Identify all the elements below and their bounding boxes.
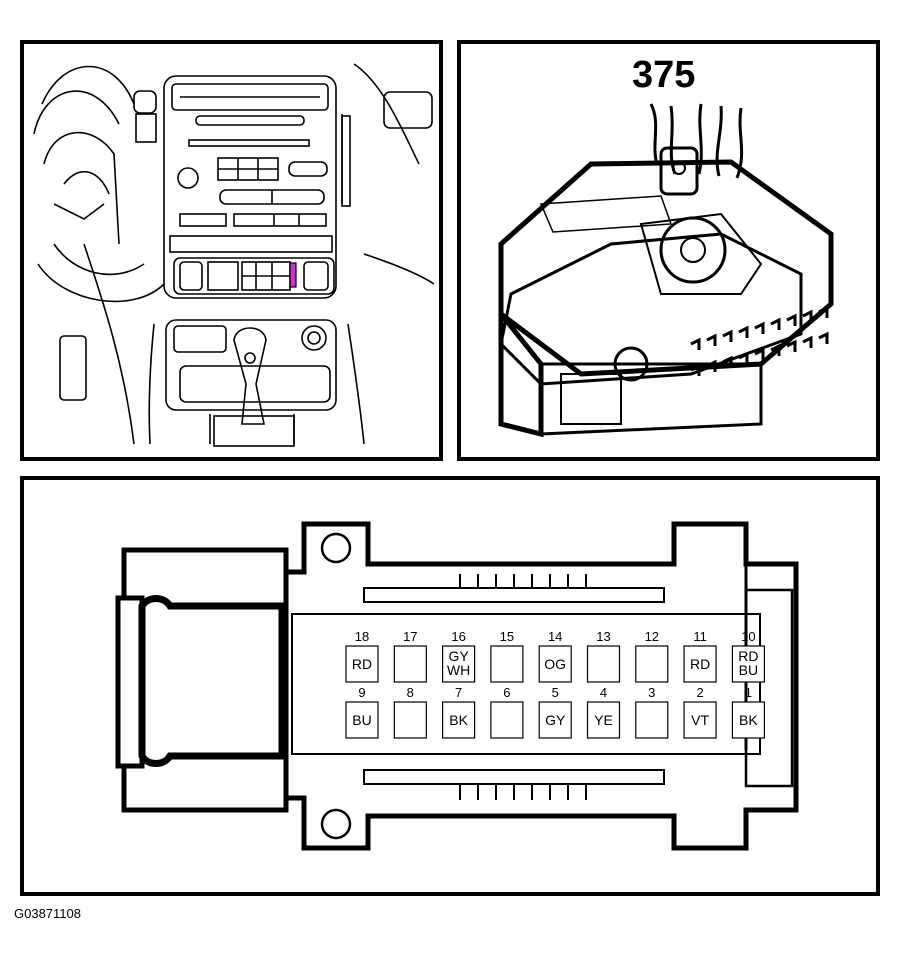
pin-17: 17 bbox=[393, 629, 427, 683]
pin-number: 6 bbox=[503, 685, 510, 700]
pin-15: 15 bbox=[490, 629, 524, 683]
pin-2: 2VT bbox=[683, 685, 717, 739]
wire-color-code: BU bbox=[352, 712, 371, 728]
pin-12: 12 bbox=[635, 629, 669, 683]
pin-cavity bbox=[490, 701, 524, 739]
pin-number: 7 bbox=[455, 685, 462, 700]
pin-number: 12 bbox=[645, 629, 659, 644]
pin-9: 9BU bbox=[345, 685, 379, 739]
pin-number: 18 bbox=[355, 629, 369, 644]
pin-cavity bbox=[393, 701, 427, 739]
pin-cavity bbox=[731, 701, 766, 739]
pin-cavity bbox=[635, 645, 669, 683]
pin-number: 11 bbox=[693, 629, 707, 644]
pin-number: 1 bbox=[745, 685, 752, 700]
pin-5: 5GY bbox=[538, 685, 572, 739]
pin-number: 14 bbox=[548, 629, 562, 644]
wire-color-code: VT bbox=[691, 712, 709, 728]
figure-id: G03871108 bbox=[14, 906, 81, 921]
wire-color-code: BK bbox=[739, 712, 758, 728]
pin-4: 4YE bbox=[586, 685, 621, 739]
dashboard-locator-panel bbox=[20, 40, 443, 461]
pin-7: 7BK bbox=[442, 685, 476, 739]
pin-cavity bbox=[442, 701, 476, 739]
pin-number: 16 bbox=[451, 629, 465, 644]
pin-cavity bbox=[393, 645, 427, 683]
pin-number: 2 bbox=[696, 685, 703, 700]
pin-number: 15 bbox=[500, 629, 514, 644]
wire-color-code: GY bbox=[448, 648, 469, 664]
connector-perspective-panel bbox=[457, 40, 880, 461]
connector-location-marker bbox=[289, 262, 297, 288]
pin-number: 5 bbox=[552, 685, 559, 700]
pin-number: 13 bbox=[596, 629, 610, 644]
pin-cavity bbox=[538, 645, 572, 683]
pin-number: 10 bbox=[741, 629, 755, 644]
pin-number: 17 bbox=[403, 629, 417, 644]
wire-color-code: YE bbox=[594, 712, 613, 728]
pin-cavity bbox=[635, 701, 669, 739]
pin-number: 4 bbox=[600, 685, 607, 700]
pin-number: 8 bbox=[407, 685, 414, 700]
pin-cavity bbox=[683, 645, 717, 683]
pin-cavity bbox=[345, 645, 379, 683]
pin-cavity bbox=[442, 645, 476, 683]
wire-color-code: OG bbox=[544, 656, 566, 672]
pin-3: 3 bbox=[635, 685, 669, 739]
pin-cavity bbox=[490, 645, 524, 683]
pin-13: 13 bbox=[586, 629, 621, 683]
wire-color-code: RD bbox=[738, 648, 758, 664]
pin-cavity bbox=[538, 701, 572, 739]
pin-6: 6 bbox=[490, 685, 524, 739]
pin-8: 8 bbox=[393, 685, 427, 739]
pin-number: 9 bbox=[358, 685, 365, 700]
connector-number-label: 375 bbox=[632, 54, 696, 96]
wire-color-code: WH bbox=[447, 662, 470, 678]
pin-cavity bbox=[683, 701, 717, 739]
dashboard-drawing bbox=[33, 63, 435, 447]
wire-color-code: RD bbox=[352, 656, 372, 672]
pin-cavity bbox=[586, 701, 621, 739]
pin-number: 3 bbox=[648, 685, 655, 700]
pin-cavity bbox=[586, 645, 621, 683]
pin-cavity bbox=[731, 645, 766, 683]
wire-color-code: BU bbox=[739, 662, 758, 678]
pin-cavity bbox=[345, 701, 379, 739]
pin-1: 1BK bbox=[731, 685, 766, 739]
wire-color-code: GY bbox=[545, 712, 566, 728]
wire-color-code: RD bbox=[690, 656, 710, 672]
wire-color-code: BK bbox=[449, 712, 468, 728]
connector-perspective-drawing bbox=[498, 103, 834, 438]
